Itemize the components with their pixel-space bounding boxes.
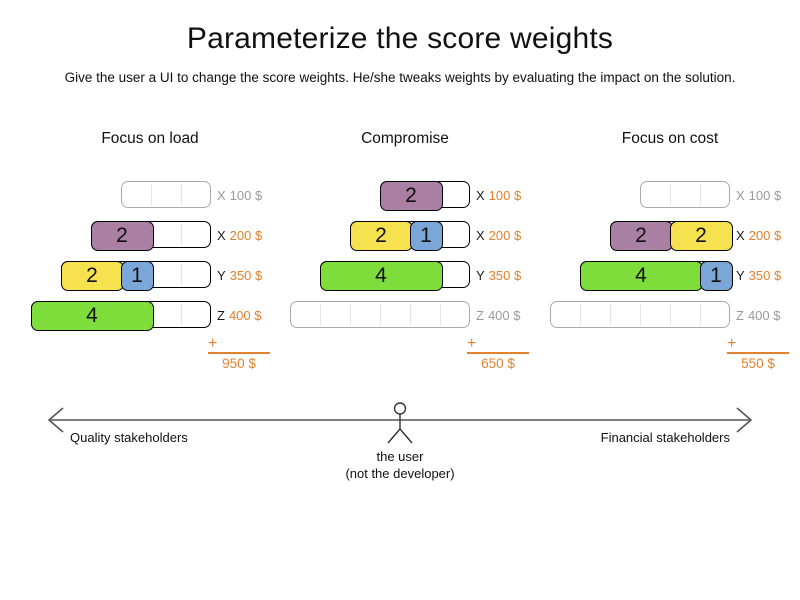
constraint-cost: 400 $ <box>487 308 521 323</box>
constraint-letter: Z <box>736 308 744 323</box>
constraint-cost: 350 $ <box>229 268 263 283</box>
cell-separator <box>440 304 441 325</box>
constraint-cost: 200 $ <box>229 228 263 243</box>
cell-separator <box>610 304 611 325</box>
cell-separator <box>181 224 182 245</box>
constraint-letter: Y <box>736 268 745 283</box>
weight-block: 1 <box>699 260 733 291</box>
right-arrowhead-icon <box>736 407 753 433</box>
cell-separator <box>670 184 671 205</box>
constraint-letter: Z <box>476 308 484 323</box>
weight-track <box>550 301 730 328</box>
axis-label-financial: Financial stakeholders <box>600 430 730 445</box>
constraint-cost: 200 $ <box>488 228 522 243</box>
weight-track: 4 <box>319 260 470 291</box>
weight-block: 2 <box>60 260 124 291</box>
axis-label-user-note: (not the developer) <box>345 466 455 481</box>
cell-separator <box>350 304 351 325</box>
constraint-letter: X <box>217 188 226 203</box>
cell-separator <box>320 304 321 325</box>
constraint-letter: Z <box>217 308 225 323</box>
cell-separator <box>580 304 581 325</box>
weight-block: 2 <box>609 220 673 251</box>
weight-block: 4 <box>319 260 443 291</box>
weight-block: 1 <box>120 260 154 291</box>
cell-separator <box>151 184 152 205</box>
column-heading-focus-on-load: Focus on load <box>101 130 199 147</box>
constraint-cost: 100 $ <box>488 188 522 203</box>
constraint-letter: X <box>736 188 745 203</box>
constraint-letter: Y <box>476 268 485 283</box>
sum-line <box>727 352 789 354</box>
plus-sign: + <box>727 335 737 352</box>
cell-separator <box>181 304 182 325</box>
axis-label-quality: Quality stakeholders <box>70 430 188 445</box>
weight-block: 2 <box>90 220 154 251</box>
constraint-cost: 100 $ <box>748 188 782 203</box>
subtitle: Give the user a UI to change the score w… <box>64 70 736 85</box>
plus-sign: + <box>467 335 477 352</box>
weight-block: 4 <box>579 260 703 291</box>
weight-block: 1 <box>409 220 443 251</box>
constraint-letter: X <box>476 188 485 203</box>
weight-track <box>290 301 470 328</box>
stakeholder-axis <box>47 402 753 444</box>
cell-separator <box>670 304 671 325</box>
constraint-letter: X <box>217 228 226 243</box>
sum-line <box>467 352 529 354</box>
page-title: Parameterize the score weights <box>186 22 614 55</box>
weight-block: 2 <box>669 220 733 251</box>
column-heading-focus-on-cost: Focus on cost <box>621 130 719 147</box>
axis-label-user: the user <box>376 449 424 464</box>
weight-track <box>640 181 730 208</box>
constraint-letter: X <box>736 228 745 243</box>
constraint-letter: Y <box>217 268 226 283</box>
cell-separator <box>410 304 411 325</box>
weight-block: 4 <box>30 300 154 331</box>
constraint-cost: 350 $ <box>488 268 522 283</box>
total-value: 550 $ <box>741 356 775 371</box>
weight-block: 2 <box>379 180 443 211</box>
cell-separator <box>700 184 701 205</box>
column-heading-compromise: Compromise <box>361 130 449 147</box>
weight-block: 2 <box>349 220 413 251</box>
total-value: 950 $ <box>222 356 256 371</box>
constraint-cost: 200 $ <box>748 228 782 243</box>
weight-track: 2 <box>379 180 470 211</box>
total-value: 650 $ <box>481 356 515 371</box>
constraint-cost: 400 $ <box>228 308 262 323</box>
constraint-cost: 400 $ <box>747 308 781 323</box>
cell-separator <box>700 304 701 325</box>
cell-separator <box>640 304 641 325</box>
left-arrowhead-icon <box>47 407 64 433</box>
weight-track: 2 <box>90 220 211 251</box>
sum-line <box>208 352 270 354</box>
plus-sign: + <box>208 335 218 352</box>
weight-track <box>121 181 211 208</box>
cell-separator <box>181 264 182 285</box>
cell-separator <box>380 304 381 325</box>
weight-track: 4 <box>30 300 211 331</box>
constraint-cost: 350 $ <box>748 268 782 283</box>
constraint-letter: X <box>476 228 485 243</box>
constraint-cost: 100 $ <box>229 188 263 203</box>
user-stick-figure-icon <box>387 402 413 444</box>
cell-separator <box>181 184 182 205</box>
